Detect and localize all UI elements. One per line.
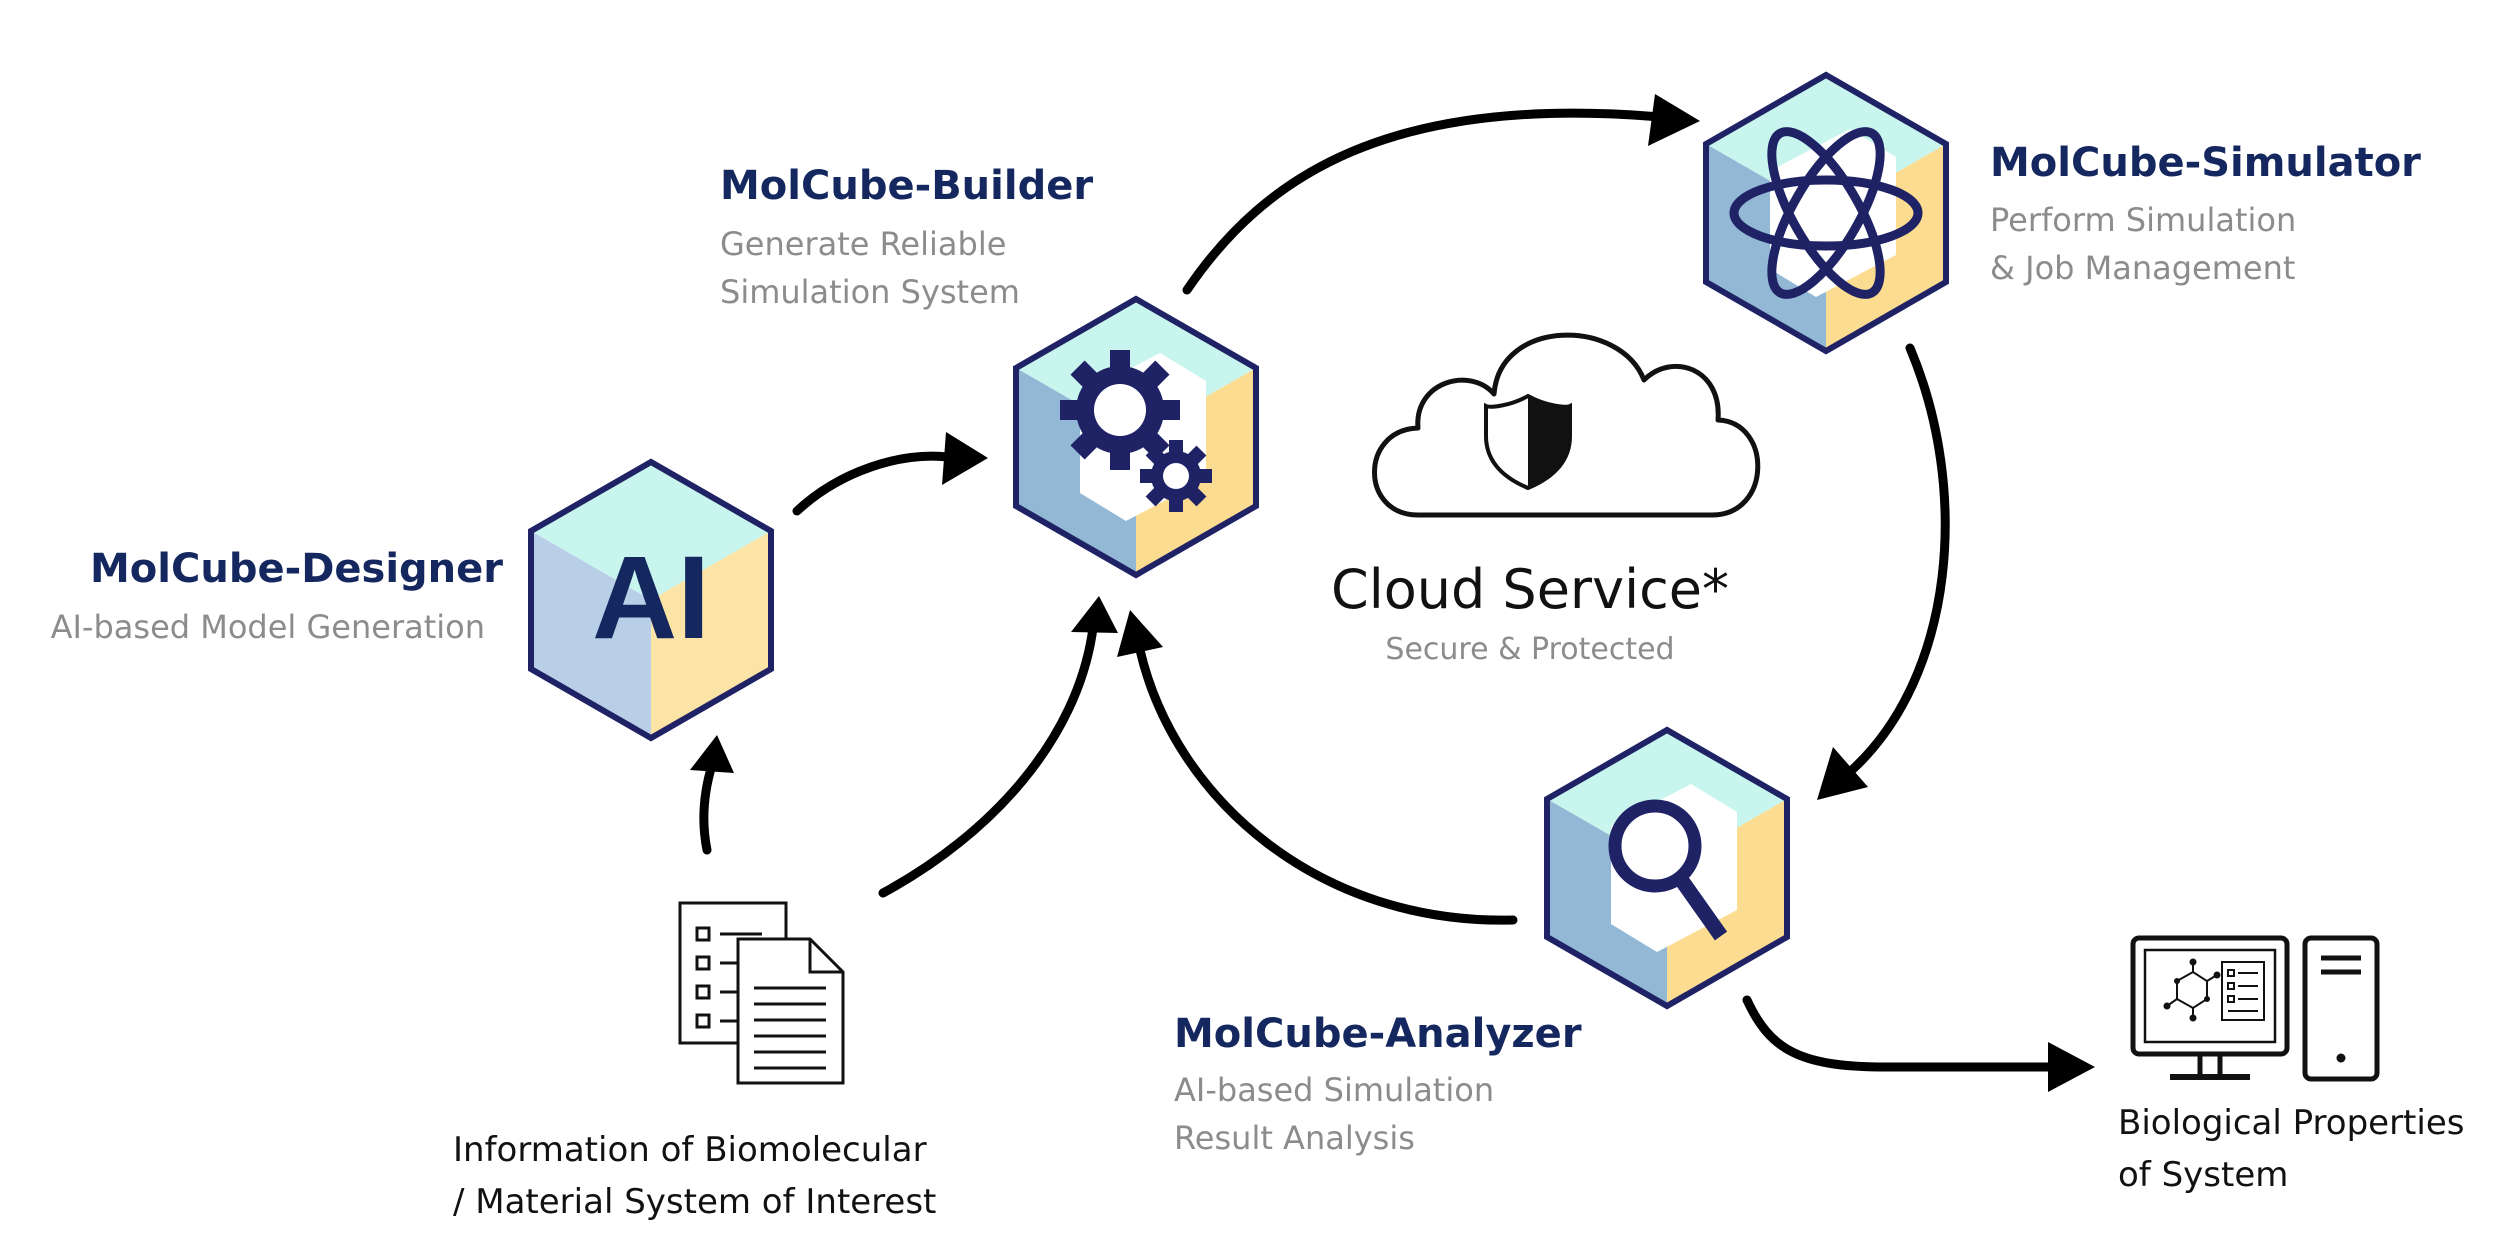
simulator-cube — [1703, 71, 1949, 355]
builder-title: MolCube-Builder — [720, 163, 1094, 209]
arrowhead-icon — [1071, 596, 1118, 633]
computer-icon — [2130, 935, 2380, 1082]
input-label-line-2: / Material System of Interest — [453, 1182, 937, 1222]
output-label-line-2: of System — [2118, 1155, 2289, 1195]
arrow-analyzer-to-builder — [1135, 645, 1518, 925]
builder-cube — [1013, 295, 1259, 579]
arrowhead-icon — [942, 432, 988, 485]
magnifier-icon — [1608, 799, 1728, 941]
arrow-designer-to-builder — [792, 451, 953, 516]
analyzer-desc-line-1: AI-based Simulation — [1174, 1071, 1495, 1109]
simulator-desc-line-2: & Job Management — [1990, 249, 2296, 287]
builder-desc-line-1: Generate Reliable — [720, 225, 1007, 263]
designer-cube: AI — [528, 458, 774, 742]
output-label-line-1: Biological Properties — [2118, 1103, 2465, 1143]
arrowhead-icon — [1117, 610, 1163, 657]
gears-icon — [1060, 350, 1212, 512]
arrowhead-icon — [690, 735, 734, 773]
analyzer-desc-line-2: Result Analysis — [1174, 1119, 1415, 1157]
arrow-builder-to-simulator — [1182, 108, 1665, 295]
cloud-title: Cloud Service* — [1331, 558, 1729, 621]
arrow-simulator-to-analyzer — [1847, 343, 1950, 775]
analyzer-cube — [1544, 726, 1790, 1010]
arrowhead-icon — [1817, 747, 1868, 800]
workflow-arrows — [699, 108, 2055, 1072]
builder-desc-line-2: Simulation System — [720, 273, 1020, 311]
simulator-title: MolCube-Simulator — [1990, 140, 2421, 186]
ai-text-icon: AI — [592, 532, 710, 664]
arrowhead-icon — [2048, 1042, 2095, 1092]
arrowhead-icon — [1648, 94, 1700, 146]
arrow-input-to-builder — [878, 623, 1098, 898]
designer-title: MolCube-Designer — [90, 546, 504, 592]
cloud-subtitle: Secure & Protected — [1385, 632, 1675, 667]
arrow-input-to-designer — [699, 760, 717, 855]
arrow-heads — [690, 94, 2095, 1092]
simulator-desc-line-1: Perform Simulation — [1990, 201, 2297, 239]
input-label-line-1: Information of Biomolecular — [453, 1130, 927, 1170]
documents-icon — [678, 901, 845, 1085]
cloud-shield-icon — [1372, 332, 1761, 518]
analyzer-title: MolCube-Analyzer — [1174, 1011, 1582, 1057]
arrow-analyzer-to-output — [1742, 995, 2055, 1072]
designer-desc: AI-based Model Generation — [50, 608, 485, 646]
atom-icon — [1729, 127, 1923, 299]
